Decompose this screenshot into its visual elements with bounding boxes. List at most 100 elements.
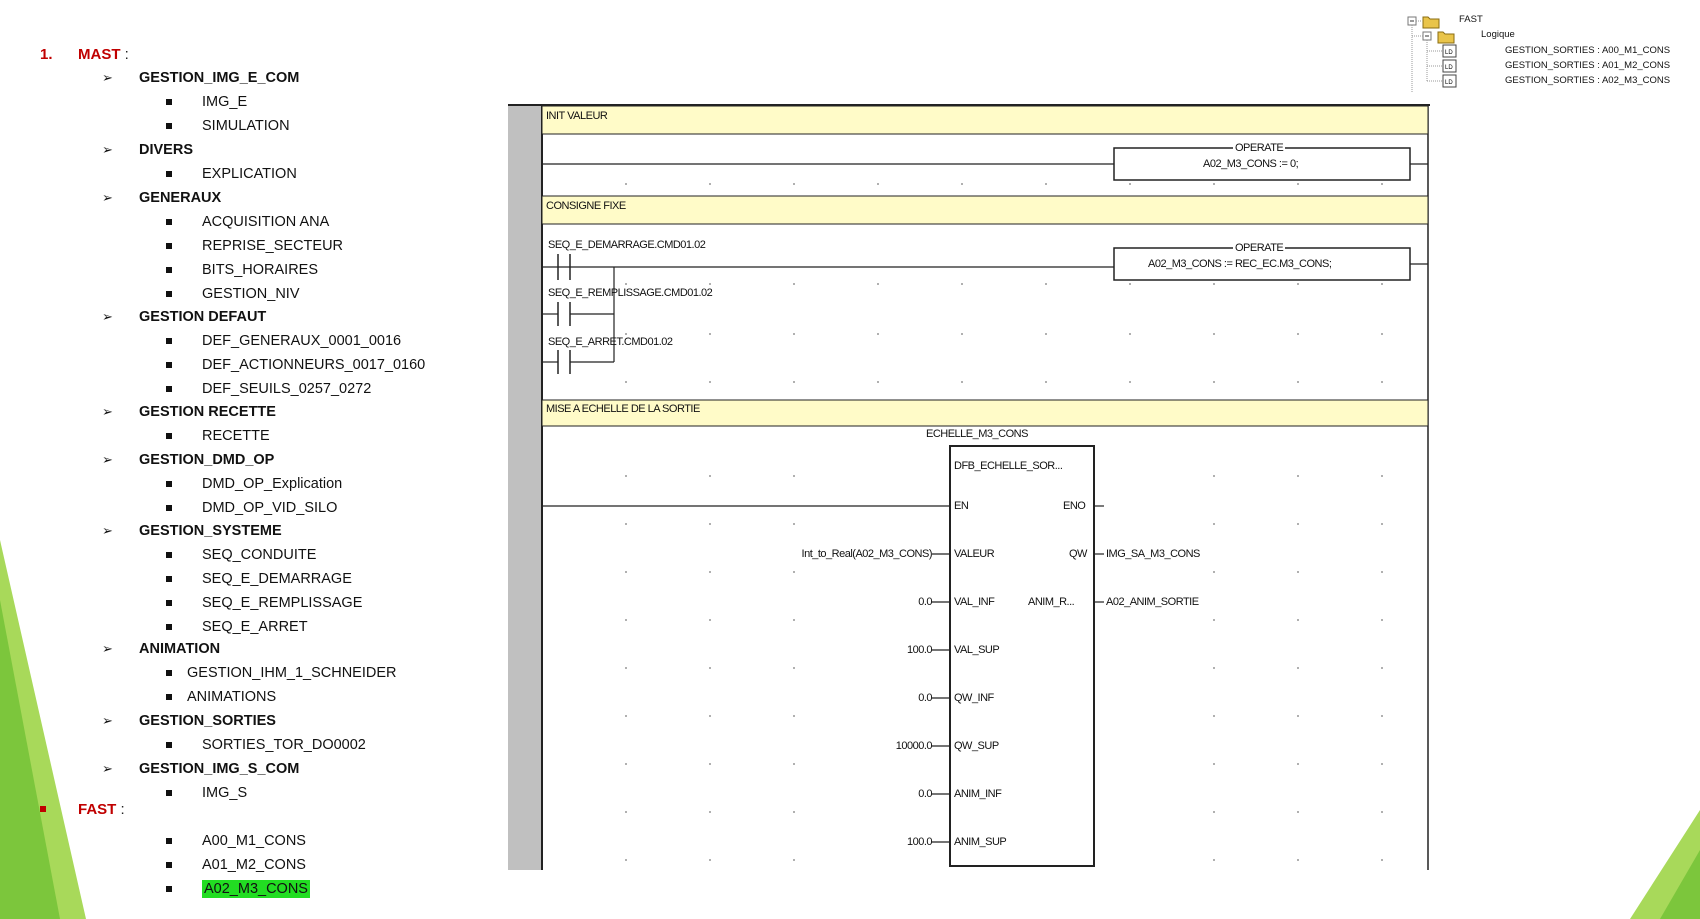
section-arrow-icon: ➢ — [102, 309, 113, 324]
bullet-icon — [166, 219, 172, 225]
bullet-icon — [166, 694, 172, 700]
tree-root-fast[interactable]: FAST — [1459, 14, 1483, 25]
fb-pin-valeur: VALEUR — [954, 548, 995, 560]
section-arrow-icon: ➢ — [102, 190, 113, 205]
fb-pin-val-inf: VAL_INF — [954, 596, 995, 608]
bullet-icon — [166, 862, 172, 868]
outline-item: SORTIES_TOR_DO0002 — [202, 737, 366, 753]
fb-type-name: DFB_ECHELLE_SOR... — [954, 460, 1063, 472]
bullet-icon — [166, 838, 172, 844]
comment-mise-a-echelle: MISE A ECHELLE DE LA SORTIE — [546, 403, 700, 415]
contact-arret-icon — [557, 350, 571, 374]
outline-item: ACQUISITION ANA — [202, 214, 330, 230]
bullet-icon — [166, 362, 172, 368]
bullet-icon — [166, 670, 172, 676]
fb-pin-anim-r: ANIM_R... — [1028, 596, 1075, 608]
comment-init-valeur: INIT VALEUR — [546, 110, 608, 122]
section-arrow-icon: ➢ — [102, 761, 113, 776]
bullet-icon — [166, 742, 172, 748]
project-browser-tree: LD LD LD FAST Logique GESTION_SORTIES : … — [1405, 12, 1695, 97]
outline-section-title: GESTION_IMG_S_COM — [139, 761, 300, 777]
outline-number: 1. — [40, 46, 53, 63]
bullet-icon — [166, 123, 172, 129]
outline-item: RECETTE — [202, 428, 270, 444]
outline-item: BITS_HORAIRES — [202, 262, 319, 278]
tree-item-a01[interactable]: GESTION_SORTIES : A01_M2_CONS — [1505, 60, 1671, 71]
comment-bar-2 — [541, 195, 1429, 225]
tree-item-a00[interactable]: GESTION_SORTIES : A00_M1_CONS — [1505, 45, 1671, 56]
outline-section-title: GENERAUX — [139, 190, 222, 206]
ladder-diagram-editor[interactable]: INIT VALEUR CONSIGNE FIXE MISE A ECHELLE… — [508, 104, 1430, 870]
contact-label-arret[interactable]: SEQ_E_ARRET.CMD01.02 — [548, 336, 673, 348]
fb-input-qw-sup-value[interactable]: 10000.0 — [895, 740, 933, 752]
outline-item: SEQ_E_REMPLISSAGE — [202, 595, 363, 611]
bullet-icon — [166, 624, 172, 630]
outline-item: SEQ_E_DEMARRAGE — [202, 571, 352, 587]
function-block-echelle — [949, 445, 1095, 867]
ladder-graphics — [508, 104, 1430, 870]
fb-output-qw-value[interactable]: IMG_SA_M3_CONS — [1106, 548, 1200, 560]
fb-input-anim-sup-value[interactable]: 100.0 — [906, 836, 933, 848]
outline-item: GESTION_NIV — [202, 286, 300, 302]
tree-item-a02[interactable]: GESTION_SORTIES : A02_M3_CONS — [1505, 75, 1671, 86]
outline-item: DMD_OP_Explication — [202, 476, 343, 492]
fast-heading: FAST : — [78, 801, 125, 818]
fb-input-anim-inf-value[interactable]: 0.0 — [918, 788, 932, 800]
comment-bar-3 — [541, 399, 1429, 427]
outline-item: IMG_E — [202, 94, 248, 110]
tree-lines: LD LD LD — [1407, 16, 1457, 92]
section-arrow-icon: ➢ — [102, 142, 113, 157]
fast-bullet-icon — [40, 806, 46, 812]
fb-pin-qw-inf: QW_INF — [954, 692, 994, 704]
bullet-icon — [166, 243, 172, 249]
section-arrow-icon: ➢ — [102, 404, 113, 419]
fb-input-valeur-value[interactable]: Int_to_Real(A02_M3_CONS) — [801, 548, 933, 560]
outline-section-title: GESTION RECETTE — [139, 404, 276, 420]
fb-output-anim-value[interactable]: A02_ANIM_SORTIE — [1106, 596, 1199, 608]
bullet-icon — [166, 505, 172, 511]
operate-2-title: OPERATE — [1233, 242, 1286, 254]
contact-remplissage-icon — [557, 302, 571, 326]
outline-section-title: GESTION_SORTIES — [139, 713, 276, 729]
section-arrow-icon: ➢ — [102, 70, 113, 85]
section-arrow-icon: ➢ — [102, 452, 113, 467]
outline-item: IMG_S — [202, 785, 248, 801]
fb-pin-qw-sup: QW_SUP — [954, 740, 999, 752]
left-rail-gutter — [508, 104, 542, 870]
section-arrow-icon: ➢ — [102, 713, 113, 728]
outline-item: EXPLICATION — [202, 166, 297, 182]
fb-pin-eno: ENO — [1063, 500, 1086, 512]
bullet-icon — [166, 338, 172, 344]
operate-1-expression[interactable]: A02_M3_CONS := 0; — [1203, 158, 1299, 170]
outline-item: SEQ_E_ARRET — [202, 619, 308, 635]
outline-section-title: ANIMATION — [139, 641, 221, 657]
bullet-icon — [166, 576, 172, 582]
mast-heading: MAST : — [78, 46, 129, 63]
fb-instance-name[interactable]: ECHELLE_M3_CONS — [926, 428, 1028, 440]
bullet-icon — [166, 386, 172, 392]
bullet-icon — [166, 267, 172, 273]
bullet-icon — [166, 886, 172, 892]
outline-section-title: GESTION_DMD_OP — [139, 452, 275, 468]
outline-section-title: GESTION_IMG_E_COM — [139, 70, 300, 86]
fast-item-highlighted: A02_M3_CONS — [202, 880, 310, 898]
outline-item: ANIMATIONS — [187, 689, 277, 705]
section-arrow-icon: ➢ — [102, 641, 113, 656]
fb-input-val-sup-value[interactable]: 100.0 — [906, 644, 933, 656]
contact-label-demarrage[interactable]: SEQ_E_DEMARRAGE.CMD01.02 — [548, 239, 706, 251]
tree-folder-logique[interactable]: Logique — [1481, 29, 1515, 40]
fb-pin-val-sup: VAL_SUP — [954, 644, 1000, 656]
bullet-icon — [166, 291, 172, 297]
fb-input-qw-inf-value[interactable]: 0.0 — [918, 692, 932, 704]
operate-2-expression[interactable]: A02_M3_CONS := REC_EC.M3_CONS; — [1148, 258, 1332, 270]
svg-text:LD: LD — [1445, 80, 1453, 86]
outline-item: DMD_OP_VID_SILO — [202, 500, 338, 516]
contact-label-remplissage[interactable]: SEQ_E_REMPLISSAGE.CMD01.02 — [548, 287, 713, 299]
fb-input-val-inf-value[interactable]: 0.0 — [918, 596, 932, 608]
bullet-icon — [166, 600, 172, 606]
outline-item: SEQ_CONDUITE — [202, 547, 317, 563]
fb-pin-anim-sup: ANIM_SUP — [954, 836, 1007, 848]
bullet-icon — [166, 433, 172, 439]
bullet-icon — [166, 99, 172, 105]
outline-item: GESTION_IHM_1_SCHNEIDER — [187, 665, 397, 681]
